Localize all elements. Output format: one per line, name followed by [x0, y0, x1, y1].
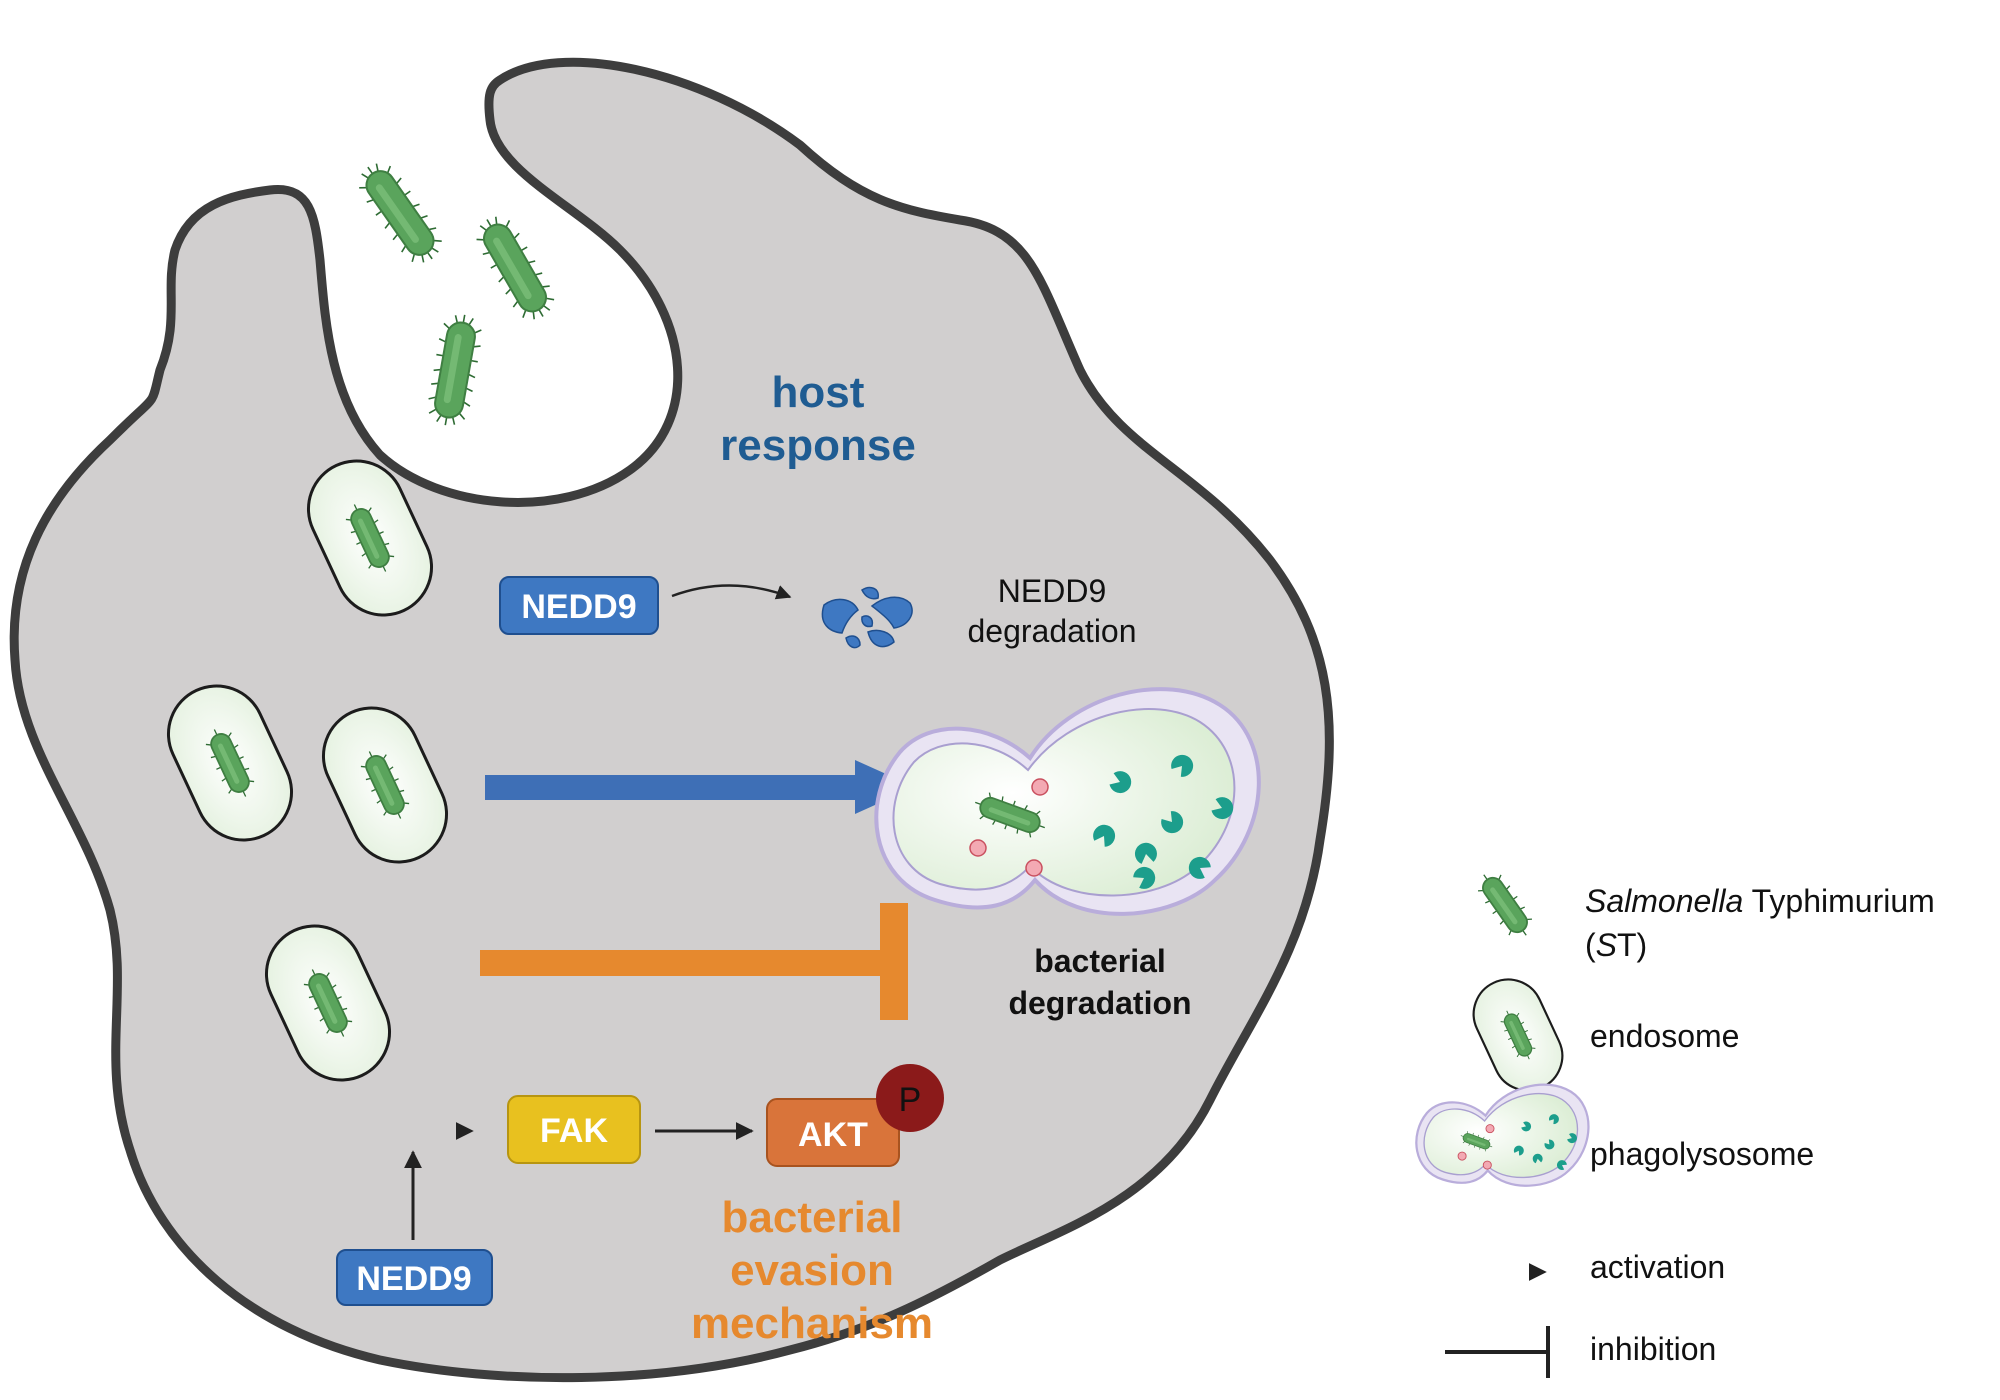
legend-activation-label: activation: [1590, 1249, 1725, 1285]
evasion-label: evasion: [730, 1246, 894, 1295]
host-response-label: response: [720, 421, 916, 470]
legend-bacterium-icon: [1470, 865, 1540, 945]
nedd9-degradation-label: NEDD9: [998, 573, 1106, 609]
phosphorylation-badge: P: [876, 1064, 944, 1132]
bacterium-icon-3: [423, 310, 487, 430]
akt-box: AKT: [766, 1098, 900, 1167]
nedd9-box-bottom: NEDD9: [336, 1249, 493, 1306]
host-response-label: host: [772, 368, 865, 417]
legend-inhibition-symbol: [1445, 1326, 1550, 1378]
legend-endosome-icon: [1462, 968, 1573, 1102]
legend-salmonella-abbrev: (ST): [1585, 927, 1647, 963]
legend: Salmonella Typhimurium (ST) endosome pha…: [1415, 865, 1935, 1378]
evasion-label: mechanism: [691, 1299, 933, 1348]
evasion-label: bacterial: [722, 1193, 903, 1242]
legend-phagolysosome-icon: [1415, 1083, 1590, 1187]
svg-text:FAK: FAK: [540, 1112, 608, 1150]
bacterium-icon-1: [349, 154, 451, 272]
phagolysosome-icon: [874, 687, 1261, 916]
bacterium-icon-2: [467, 208, 563, 328]
nedd9-fragments-icon: [821, 586, 913, 649]
degradation-arrow: [671, 584, 792, 600]
legend-endosome-label: endosome: [1590, 1018, 1739, 1054]
svg-text:AKT: AKT: [798, 1116, 868, 1154]
inhibition-bar: [480, 903, 908, 1020]
legend-phagolysosome-label: phagolysosome: [1590, 1136, 1814, 1172]
nedd9-degradation-label: degradation: [967, 613, 1136, 649]
fak-box: FAK: [507, 1095, 641, 1164]
bacterial-degradation-label: bacterial: [1034, 943, 1166, 979]
bacterial-degradation-label: degradation: [1008, 985, 1191, 1021]
legend-inhibition-label: inhibition: [1590, 1331, 1716, 1367]
nedd9-box-top: NEDD9: [499, 576, 659, 635]
svg-text:NEDD9: NEDD9: [356, 1260, 471, 1298]
legend-salmonella-label: Salmonella Typhimurium: [1585, 883, 1935, 919]
svg-text:NEDD9: NEDD9: [521, 588, 636, 626]
svg-text:P: P: [899, 1081, 922, 1119]
